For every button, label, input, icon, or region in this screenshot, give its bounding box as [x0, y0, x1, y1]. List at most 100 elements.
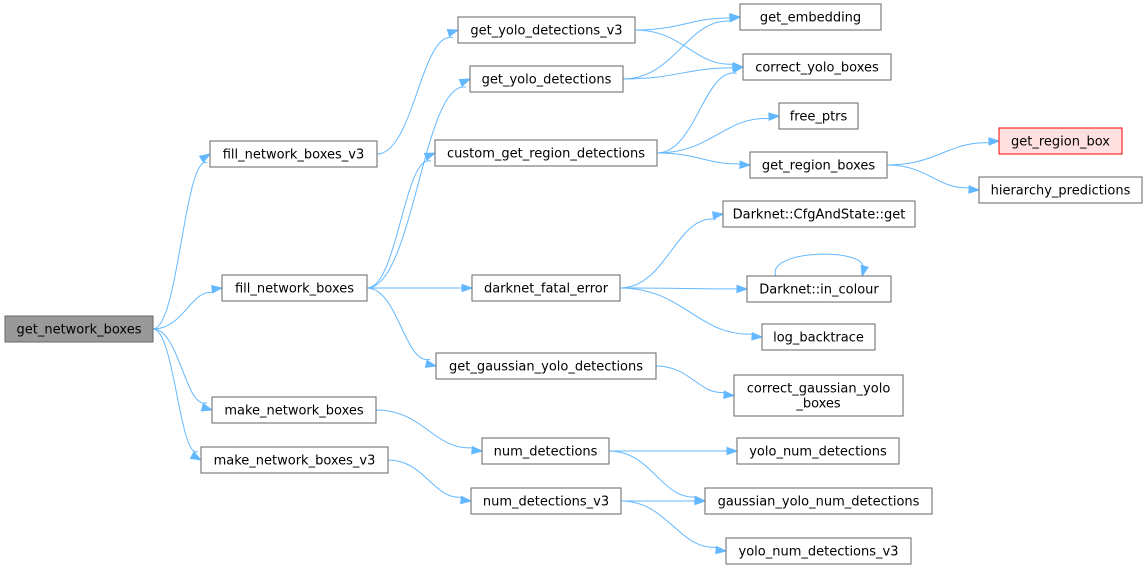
node-label: num_detections — [494, 445, 598, 460]
node-get-region-boxes[interactable]: get_region_boxes — [749, 151, 888, 179]
node-custom-get-region-detections[interactable]: custom_get_region_detections — [434, 139, 658, 167]
node-get-yolo-detections-v3[interactable]: get_yolo_detections_v3 — [457, 16, 636, 44]
edge-darknet_fatal_error-to-in_colour — [619, 284, 749, 294]
node-get-network-boxes: get_network_boxes — [4, 315, 154, 343]
edge-custom_get_region_detections-to-free_ptrs — [656, 112, 781, 154]
edge-line — [774, 253, 864, 277]
edge-line — [619, 287, 739, 290]
edge-line — [152, 328, 207, 404]
edge-get_region_boxes-to-get_region_box — [886, 137, 1001, 166]
node-num-detections-v3[interactable]: num_detections_v3 — [470, 487, 622, 515]
arrowhead — [988, 137, 1001, 146]
edge-get_network_boxes-to-make_network_boxes — [152, 328, 214, 412]
edge-make_network_boxes_v3-to-num_detections_v3 — [387, 459, 473, 505]
node-label: yolo_num_detections_v3 — [739, 545, 899, 560]
edge-line — [152, 328, 199, 453]
edge-get_yolo_detections_v3-to-get_embedding — [634, 12, 742, 31]
node-gaussian-yolo-num-detections[interactable]: gaussian_yolo_num_detections — [704, 487, 933, 515]
node-box — [457, 16, 636, 44]
node-box — [209, 140, 378, 168]
node-box — [221, 274, 368, 302]
edge-fill_network_boxes-to-get_yolo_detections — [366, 78, 472, 289]
node-log-backtrace[interactable]: log_backtrace — [761, 323, 876, 351]
node-box — [978, 176, 1143, 204]
node-make-network-boxes[interactable]: make_network_boxes — [211, 396, 377, 424]
node-box — [481, 437, 610, 465]
edge-line — [622, 67, 735, 80]
node-box — [434, 139, 658, 167]
node-make-network-boxes-v3[interactable]: make_network_boxes_v3 — [200, 446, 389, 474]
arrowhead — [751, 331, 764, 341]
node-box — [200, 446, 389, 474]
node-num-detections[interactable]: num_detections — [481, 437, 610, 465]
node-in-colour[interactable]: Darknet::in_colour — [746, 275, 892, 303]
node-darknet-fatal-error[interactable]: darknet_fatal_error — [471, 274, 621, 302]
edge-get_yolo_detections_v3-to-correct_yolo_boxes — [634, 29, 745, 71]
node-label: yolo_num_detections — [749, 445, 887, 460]
node-box — [470, 487, 622, 515]
edge-num_detections-to-gaussian_yolo_num_detections — [608, 450, 707, 505]
node-label: gaussian_yolo_num_detections — [718, 495, 920, 510]
node-label: hierarchy_predictions — [991, 184, 1131, 199]
arrowhead — [731, 64, 745, 74]
edge-line — [634, 29, 735, 65]
node-label: get_region_box — [1011, 135, 1110, 150]
edge-line — [366, 86, 467, 289]
node-cfgandstate-get[interactable]: Darknet::CfgAndState::get — [722, 200, 916, 228]
arrowhead — [711, 211, 725, 220]
arrowhead — [736, 284, 749, 294]
node-box — [211, 396, 377, 424]
edge-line — [376, 37, 454, 155]
node-box — [435, 352, 657, 380]
arrowhead — [860, 264, 869, 278]
edge-num_detections_v3-to-gaussian_yolo_num_detections — [620, 496, 707, 506]
edge-get_region_boxes-to-hierarchy_predictions — [886, 164, 981, 194]
node-label: log_backtrace — [773, 331, 864, 346]
node-free-ptrs[interactable]: free_ptrs — [778, 102, 859, 130]
edge-line — [152, 162, 208, 330]
edge-line — [619, 218, 716, 289]
node-fill-network-boxes-v3[interactable]: fill_network_boxes_v3 — [209, 140, 378, 168]
node-box — [469, 65, 624, 93]
edge-get_network_boxes-to-fill_network_boxes — [152, 284, 224, 330]
node-correct-yolo-boxes[interactable]: correct_yolo_boxes — [742, 53, 892, 81]
node-correct-gaussian-yolo-boxes[interactable]: correct_gaussian_yolo_boxes — [733, 374, 904, 417]
node-fill-network-boxes[interactable]: fill_network_boxes — [221, 274, 368, 302]
edge-darknet_fatal_error-to-log_backtrace — [619, 287, 764, 341]
edge-line — [634, 17, 732, 31]
arrowhead — [424, 359, 438, 368]
arrowhead — [446, 28, 460, 38]
node-box — [749, 151, 888, 179]
node-box — [746, 275, 892, 303]
arrowhead — [461, 283, 474, 293]
edge-num_detections-to-yolo_num_detections — [608, 446, 739, 456]
node-label: darknet_fatal_error — [484, 282, 609, 297]
node-yolo-num-detections-v3[interactable]: yolo_num_detections_v3 — [725, 537, 912, 565]
arrowhead — [768, 112, 781, 121]
edge-line — [620, 500, 718, 548]
node-label: get_yolo_detections — [482, 73, 612, 88]
edge-line — [656, 152, 742, 165]
node-get-yolo-detections[interactable]: get_yolo_detections — [469, 65, 624, 93]
node-get-gaussian-yolo-detections[interactable]: get_gaussian_yolo_detections — [435, 352, 657, 380]
arrowhead — [189, 451, 203, 461]
edge-line — [366, 160, 432, 289]
edge-line — [622, 20, 733, 80]
edge-line — [366, 287, 431, 360]
edge-line — [152, 291, 215, 330]
node-get-embedding[interactable]: get_embedding — [739, 3, 882, 31]
node-label: num_detections_v3 — [483, 495, 609, 510]
edge-line — [387, 459, 463, 498]
node-label: free_ptrs — [790, 110, 848, 125]
edge-custom_get_region_detections-to-get_region_boxes — [656, 152, 752, 170]
edge-get_network_boxes-to-make_network_boxes_v3 — [152, 328, 203, 461]
edge-get_network_boxes-to-fill_network_boxes_v3 — [152, 153, 212, 330]
arrowhead — [694, 496, 707, 506]
arrowhead — [471, 445, 484, 455]
node-yolo-num-detections[interactable]: yolo_num_detections — [736, 437, 900, 465]
node-get-region-box[interactable]: get_region_box — [998, 127, 1123, 155]
node-hierarchy-predictions[interactable]: hierarchy_predictions — [978, 176, 1143, 204]
arrowhead — [423, 152, 437, 161]
edge-line — [886, 142, 991, 166]
